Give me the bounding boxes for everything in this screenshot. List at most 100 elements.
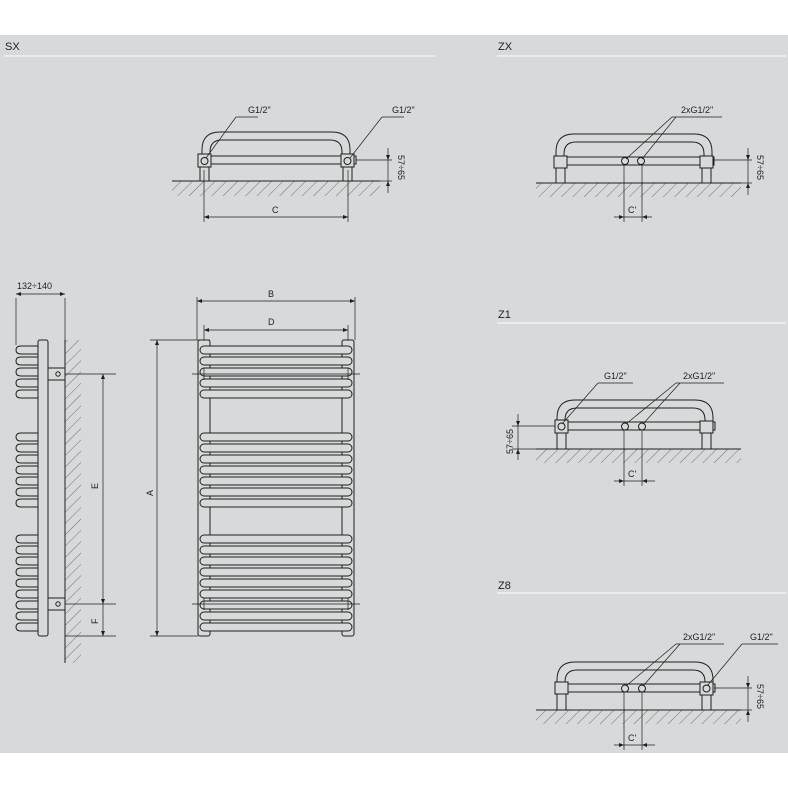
zx-valve-right [699,155,714,169]
z8-valve-right [699,681,714,696]
side-tube-loop [15,556,38,566]
z1-port-side [557,422,566,431]
side-tubes [15,345,38,632]
sx-label-g12-left: G1/2" [248,105,271,115]
wall-hatch [65,340,81,663]
section-title-zx: ZX [498,41,513,53]
front-tube [199,465,353,475]
side-tube-loop [15,378,38,388]
z1-label-2xg12: 2xG1/2" [683,371,715,381]
z8-label-cprime: C' [628,733,636,743]
front-tube [199,443,353,453]
front-tube [199,578,353,588]
sx-label-c: C [272,205,279,215]
front-label-d: D [268,317,275,327]
sx-foot-right [342,166,353,182]
zx-foot-left [555,167,566,184]
sx-valve-right [340,153,355,168]
side-view [15,292,81,663]
z1-u-tube-outer [556,399,714,424]
z1-valve-right [699,420,714,434]
zx-top-view [536,116,752,222]
side-tube-loop [15,443,38,453]
front-tube [199,378,353,388]
z8-label-g12: G1/2" [750,632,773,642]
z1-u-tube-inner [564,407,706,424]
z1-label-57-65: 57÷65 [505,429,515,454]
side-tube-loop [15,476,38,486]
side-tube-loop [15,454,38,464]
front-tube [199,611,353,621]
side-dimensions [65,373,116,637]
zx-valve-left [553,155,568,169]
zx-label-57-65: 57÷65 [755,155,765,180]
zx-u-tube-inner [563,141,705,160]
z1-leader-2 [642,382,681,425]
side-collector [37,339,49,637]
sx-port-left [200,157,209,165]
sx-u-tube-outer [201,131,351,156]
sx-floor-hatch [172,181,380,196]
side-tube-loop [15,545,38,555]
z8-foot-right [701,694,712,711]
sx-collector-bar [197,155,357,165]
sx-port-right [343,157,352,165]
sx-u-tube-inner [209,139,343,156]
sx-leader-right [349,116,383,159]
z8-port-side [702,684,711,693]
side-tube-loop [15,611,38,621]
front-label-b: B [268,289,274,299]
sx-label-57-65: 57÷65 [396,155,406,180]
z1-leader-side [561,382,599,425]
front-tube [199,345,353,355]
front-tube [199,545,353,555]
z8-u-tube-inner [564,669,706,686]
front-tube [199,487,353,497]
front-tube [199,600,353,610]
sx-leader-left [205,116,237,159]
z1-top-view [512,382,741,486]
zx-label-2xg12: 2xG1/2" [681,105,713,115]
front-tube [199,476,353,486]
z1-label-g12: G1/2" [604,371,627,381]
z1-label-cprime: C' [628,469,636,479]
side-tube-loop [15,432,38,442]
front-tube [199,389,353,399]
front-tube [199,454,353,464]
side-tube-loop [15,465,38,475]
side-tube-loop [15,600,38,610]
section-title-sx: SX [5,41,20,53]
front-tube [199,622,353,632]
z8-valve-left [554,681,569,695]
z8-u-tube-outer [556,661,714,686]
front-tube [199,432,353,442]
zx-leader-1 [625,116,673,160]
front-tubes [199,345,353,632]
zx-port-2 [637,157,645,165]
zx-floor-hatch [536,183,741,197]
z8-leader-side [706,643,743,687]
front-tube [199,567,353,577]
side-label-132-140: 132÷140 [17,281,52,291]
front-label-a: A [145,490,155,496]
z1-floor-hatch [536,449,741,463]
front-tube [199,367,353,377]
side-tube-loop [15,345,38,355]
side-tube-loop [15,389,38,399]
z1-collector-bar [554,421,716,431]
z1-leader-1 [625,382,677,425]
drawing-panel [0,35,788,753]
zx-collector-bar [553,156,715,166]
side-tube-loop [15,567,38,577]
z8-leader-1 [625,643,677,687]
z8-label-57-65: 57÷65 [755,684,765,709]
zx-leader-2 [641,116,677,160]
z8-floor-hatch [536,710,741,724]
front-tube [199,589,353,599]
z1-valve-left [554,419,569,434]
section-title-z1: Z1 [498,309,511,321]
z8-top-view [536,643,778,750]
sx-label-g12-right: G1/2" [392,105,415,115]
front-tube [199,356,353,366]
